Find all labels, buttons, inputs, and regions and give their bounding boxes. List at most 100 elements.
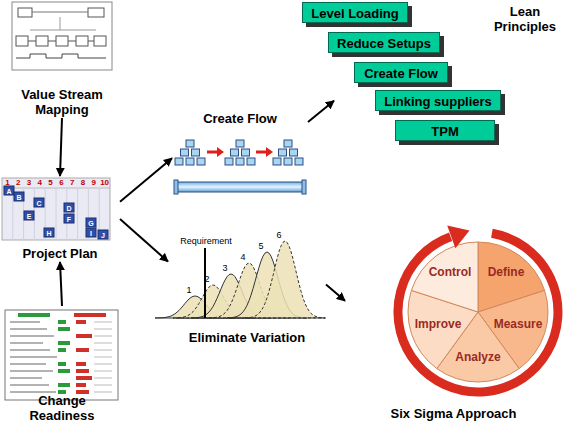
flow-picture (217, 147, 224, 157)
readiness-sheet (94, 357, 112, 358)
flow-picture (175, 140, 303, 165)
task-letter: C (36, 199, 41, 206)
flow-picture (186, 158, 194, 165)
readiness-sheet (76, 383, 86, 387)
readiness-sheet (10, 377, 42, 379)
principle-box: Reduce Setups (328, 32, 440, 53)
task-letter: H (46, 229, 51, 236)
flow-arrow (120, 219, 168, 262)
flow-picture (207, 151, 218, 154)
chart-label: 8 (81, 179, 85, 187)
readiness-sheet (10, 356, 57, 358)
flow-picture (174, 140, 306, 194)
gantt-chart (77, 188, 78, 240)
task-letter: I (90, 229, 92, 236)
picture-node: Value Stream Mapping (8, 2, 116, 118)
vsm-thumbnail (36, 36, 48, 46)
flow-picture (284, 140, 292, 147)
flow-picture (175, 158, 183, 165)
picture-node: Change Readiness (3, 306, 121, 424)
readiness-sheet (58, 362, 66, 366)
flow-picture (192, 149, 200, 156)
readiness-sheet (94, 343, 112, 344)
readiness-sheet (94, 350, 112, 351)
task-bar (64, 214, 74, 223)
flow-picture (197, 158, 205, 165)
readiness-sheet (94, 322, 112, 323)
readiness-sheet (10, 349, 50, 351)
readiness-sheet (76, 348, 89, 352)
readiness-sheet (18, 313, 50, 317)
phase-label: Improve (415, 318, 462, 332)
principle-text: TPM (431, 124, 458, 139)
chart-label: 4 (38, 179, 42, 187)
flow-arrow (60, 262, 62, 306)
flow-picture (236, 140, 244, 147)
readiness-sheet (74, 313, 106, 317)
picture-caption: Create Flow (203, 112, 277, 127)
task-bar (14, 192, 24, 201)
flow-picture (256, 151, 267, 154)
flow-picture (266, 147, 273, 157)
chart-label: 7 (70, 179, 74, 187)
flow-arrow (326, 284, 345, 300)
phase-text: Measure (494, 318, 543, 332)
flow-picture (295, 158, 303, 165)
readiness-sheet (10, 320, 112, 394)
flow-picture (290, 149, 298, 156)
gantt-chart (2, 178, 110, 240)
readiness-sheet (94, 329, 112, 330)
chart-label: 9 (92, 179, 96, 187)
readiness-sheet (10, 342, 43, 344)
vsm-thumbnail (12, 2, 112, 70)
flow-picture (242, 149, 250, 156)
vsm-thumbnail (76, 36, 88, 46)
flow-picture (247, 158, 255, 165)
principle-box: Level Loading (302, 2, 408, 23)
vsm-thumbnail (88, 8, 104, 17)
chart-label: 3 (27, 179, 31, 187)
gantt-chart (13, 188, 99, 240)
task-letter: B (16, 193, 21, 200)
task-bar (86, 228, 96, 237)
flow-picture (302, 180, 306, 194)
gantt-chart (4, 186, 108, 239)
flow-arrow (308, 101, 334, 122)
principle-box: Create Flow (354, 62, 448, 83)
picture-node: Create Flow (172, 112, 308, 196)
chart-label: 1 (186, 286, 191, 295)
chart-label: 2 (16, 179, 20, 187)
flow-picture (284, 158, 292, 165)
variation-curves (155, 241, 326, 318)
group-heading: Lean Principles (490, 5, 560, 35)
vsm-thumbnail (12, 2, 112, 70)
task-letter: E (27, 212, 32, 219)
task-bar (24, 211, 34, 220)
chart-label: Requirement (180, 237, 232, 246)
readiness-sheet (10, 384, 49, 386)
phase-label: Define (488, 266, 525, 280)
phase-text: Analyze (455, 351, 500, 365)
cycle-arrow (398, 225, 558, 392)
task-letter: G (88, 219, 93, 226)
readiness-sheet (5, 310, 118, 400)
flow-arrow (120, 158, 172, 202)
principle-text: Linking suppliers (384, 94, 492, 109)
gantt-chart (56, 188, 57, 240)
task-letter: D (66, 204, 71, 211)
flow-picture (225, 158, 233, 165)
readiness-sheet (58, 383, 70, 387)
vsm-thumbnail (32, 12, 88, 13)
picture-caption: Six Sigma Approach (391, 407, 517, 422)
readiness-sheet (5, 310, 118, 400)
flow-picture (181, 149, 189, 156)
task-letter: J (101, 231, 105, 238)
task-bar (98, 230, 108, 239)
readiness-sheet (58, 320, 66, 324)
flow-picture (279, 149, 287, 156)
vsm-thumbnail (30, 17, 96, 30)
readiness-sheet (10, 363, 46, 365)
readiness-sheet (76, 320, 86, 324)
readiness-sheet (58, 348, 66, 352)
principle-text: Reduce Setups (337, 36, 431, 51)
